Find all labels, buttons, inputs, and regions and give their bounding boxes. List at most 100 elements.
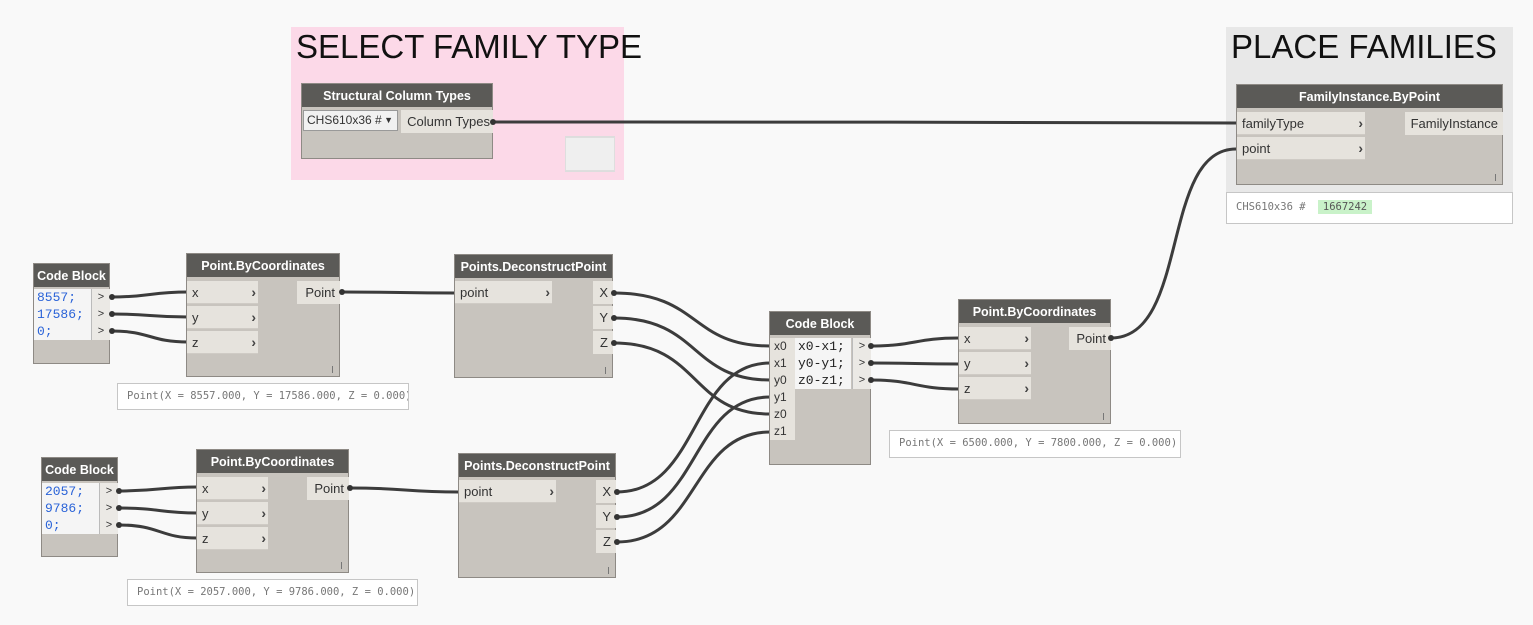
code-line: y0-y1; [798, 356, 845, 371]
output-connector[interactable] [614, 539, 620, 545]
output-port-point[interactable]: Point [297, 281, 340, 304]
input-port-x[interactable]: x › [197, 477, 268, 500]
output-connector[interactable] [868, 360, 874, 366]
input-port-z[interactable]: z › [187, 331, 258, 354]
output-port-y[interactable]: Y [593, 306, 613, 329]
node-code-block-2[interactable]: Code Block 2057; 9786; 0; > > > [41, 457, 118, 557]
output-port-y[interactable]: Y [596, 505, 616, 528]
resize-handle[interactable] [608, 567, 609, 574]
output-connector[interactable] [614, 514, 620, 520]
output-connector[interactable] [109, 294, 115, 300]
code-editor[interactable]: 8557; 17586; 0; [34, 289, 91, 340]
output-port-point[interactable]: Point [307, 477, 349, 500]
resize-handle[interactable] [605, 367, 606, 374]
output-port[interactable]: > [858, 374, 866, 386]
output-connector[interactable] [116, 488, 122, 494]
node-deconstructpoint-1[interactable]: Points.DeconstructPoint point › X Y Z [454, 254, 613, 378]
chevron-right-icon: › [1358, 115, 1363, 131]
code-line: 17586; [37, 307, 84, 322]
node-empty-preview [565, 137, 615, 171]
output-port[interactable]: > [105, 519, 113, 531]
output-connector[interactable] [490, 119, 496, 125]
code-editor[interactable]: x0-x1; y0-y1; z0-z1; [795, 338, 851, 389]
output-connector[interactable] [1108, 335, 1114, 341]
input-port-y0[interactable]: y0 [774, 373, 787, 387]
node-structural-column-types[interactable]: Structural Column Types CHS610x36 # ▼ Co… [301, 83, 615, 172]
resize-handle[interactable] [1495, 174, 1496, 181]
output-connector[interactable] [868, 377, 874, 383]
output-connector[interactable] [611, 340, 617, 346]
chevron-right-icon: › [261, 505, 266, 521]
output-port[interactable]: > [97, 325, 105, 337]
output-port-familyinstance[interactable]: FamilyInstance [1405, 112, 1503, 135]
code-line: x0-x1; [798, 339, 845, 354]
code-editor[interactable]: 2057; 9786; 0; [42, 483, 99, 534]
output-connector[interactable] [868, 343, 874, 349]
chevron-right-icon: › [261, 530, 266, 546]
output-port-column-types[interactable]: Column Types [401, 110, 493, 133]
output-port-point[interactable]: Point [1069, 327, 1111, 350]
input-port-z1[interactable]: z1 [774, 424, 787, 438]
preview-text: Point(X = 8557.000, Y = 17586.000, Z = 0… [127, 390, 409, 402]
output-connector[interactable] [614, 489, 620, 495]
output-port[interactable]: > [105, 485, 113, 497]
input-port-y[interactable]: y › [959, 352, 1031, 375]
input-port-y[interactable]: y › [187, 306, 258, 329]
node-deconstructpoint-2[interactable]: Points.DeconstructPoint point › X Y Z [458, 453, 616, 578]
code-input-ports[interactable]: x0 x1 y0 y1 z0 z1 [770, 338, 795, 440]
input-port-y1[interactable]: y1 [774, 390, 787, 404]
output-connector[interactable] [109, 328, 115, 334]
port-label: X [599, 285, 608, 300]
wire-cb3-z [869, 378, 960, 391]
code-line: z0-z1; [798, 373, 845, 388]
node-point-bycoordinates-1[interactable]: Point.ByCoordinates x › y › z › Point [186, 253, 340, 377]
output-port-z[interactable]: Z [593, 331, 613, 354]
port-label: Z [603, 534, 611, 549]
port-label: x [192, 285, 199, 300]
node-code-block-1[interactable]: Code Block 8557; 17586; 0; > > > [33, 263, 110, 364]
input-port-z0[interactable]: z0 [774, 407, 787, 421]
node-point-bycoordinates-2[interactable]: Point.ByCoordinates x › y › z › Point [196, 449, 349, 573]
node-title: Code Block [34, 264, 109, 287]
resize-handle[interactable] [1103, 413, 1104, 420]
output-connector[interactable] [339, 289, 345, 295]
resize-handle[interactable] [341, 562, 342, 569]
port-label: y [964, 356, 971, 371]
output-port-x[interactable]: X [593, 281, 613, 304]
input-port-point[interactable]: point › [1237, 137, 1365, 160]
input-port-familytype[interactable]: familyType › [1237, 112, 1365, 135]
wire-p1-deconstruct [341, 290, 456, 295]
output-connector[interactable] [347, 485, 353, 491]
input-port-point[interactable]: point › [455, 281, 552, 304]
node-familyinstance-bypoint[interactable]: FamilyInstance.ByPoint familyType › poin… [1236, 84, 1503, 185]
output-connector[interactable] [116, 505, 122, 511]
code-output-ports[interactable]: > > > [91, 289, 110, 340]
output-port[interactable]: > [97, 308, 105, 320]
output-connector[interactable] [109, 311, 115, 317]
input-port-y[interactable]: y › [197, 502, 268, 525]
port-label: z [202, 531, 209, 546]
output-port-x[interactable]: X [596, 480, 616, 503]
input-port-x0[interactable]: x0 [774, 339, 787, 353]
resize-handle[interactable] [332, 366, 333, 373]
output-port[interactable]: > [105, 502, 113, 514]
code-output-ports[interactable]: > > > [99, 483, 118, 534]
node-title: FamilyInstance.ByPoint [1237, 85, 1502, 108]
output-connector[interactable] [116, 522, 122, 528]
family-type-dropdown[interactable]: CHS610x36 # ▼ [303, 110, 398, 131]
output-port[interactable]: > [858, 357, 866, 369]
node-point-bycoordinates-3[interactable]: Point.ByCoordinates x › y › z › Point [958, 299, 1111, 424]
input-port-point[interactable]: point › [459, 480, 556, 503]
input-port-x1[interactable]: x1 [774, 356, 787, 370]
output-port-z[interactable]: Z [596, 530, 616, 553]
node-code-block-3[interactable]: Code Block x0 x1 y0 y1 z0 z1 x0-x1; y0-y… [769, 311, 871, 465]
input-port-x[interactable]: x › [959, 327, 1031, 350]
output-connector[interactable] [611, 315, 617, 321]
output-port[interactable]: > [97, 291, 105, 303]
code-output-ports[interactable]: > > > [852, 338, 871, 389]
input-port-z[interactable]: z › [959, 377, 1031, 400]
input-port-z[interactable]: z › [197, 527, 268, 550]
output-port[interactable]: > [858, 340, 866, 352]
output-connector[interactable] [611, 290, 617, 296]
input-port-x[interactable]: x › [187, 281, 258, 304]
